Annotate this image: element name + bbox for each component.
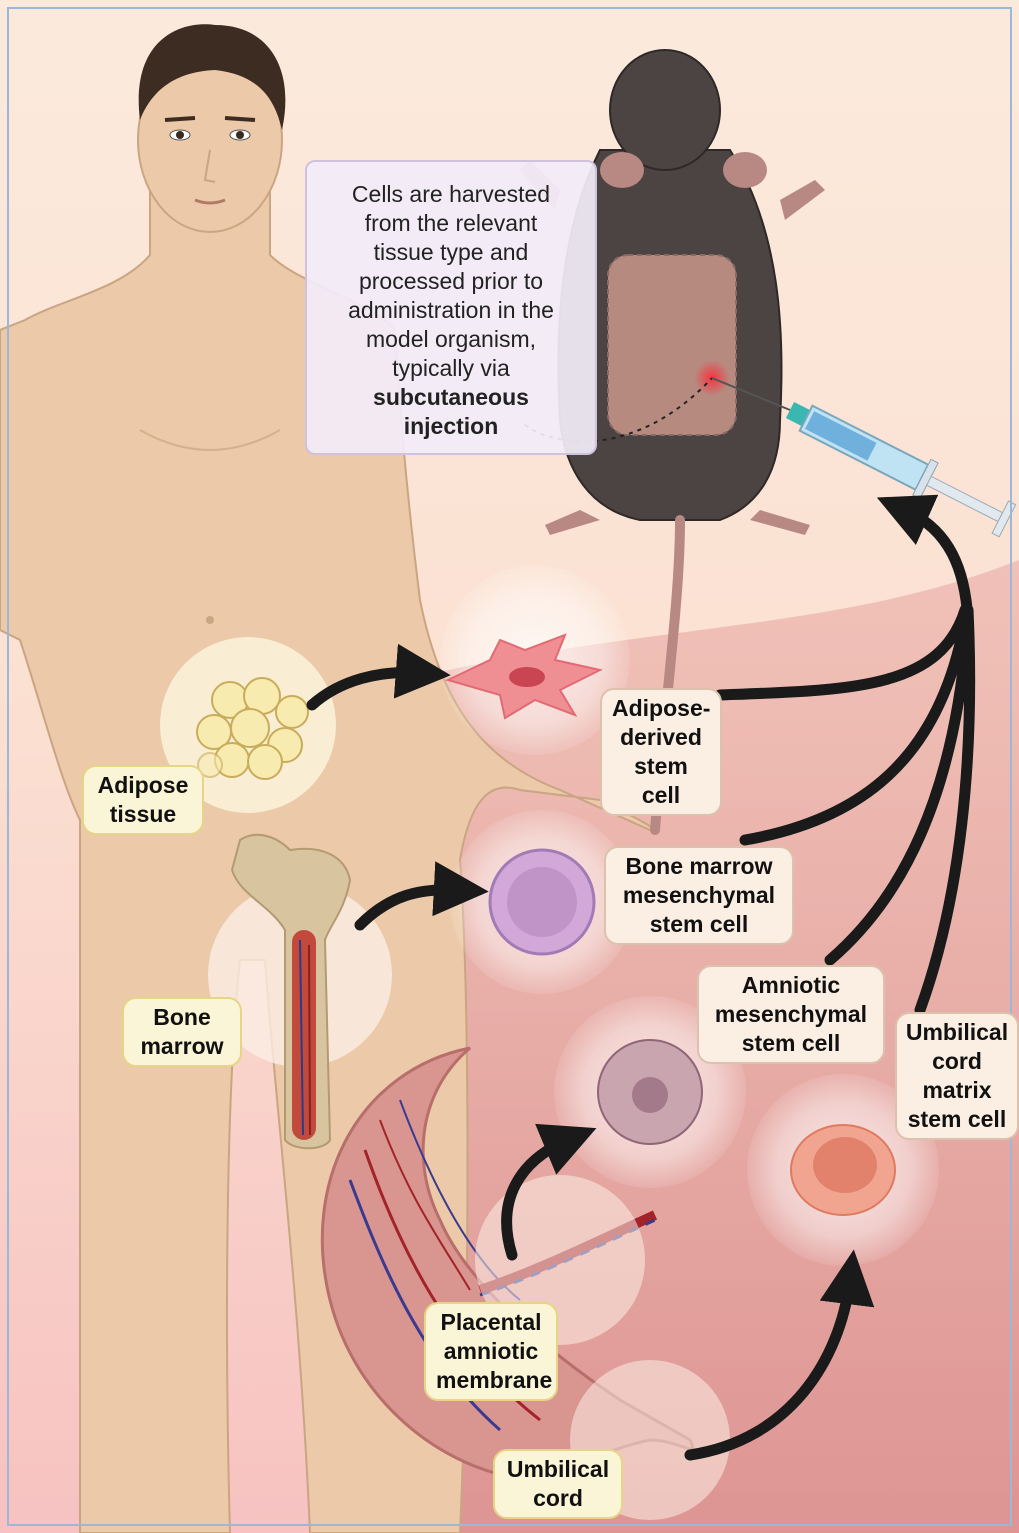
label-text: stem cell [616,910,782,939]
note-line-1: Cells are harvested [317,180,585,209]
label-text: matrix [901,1076,1013,1105]
bone-marrow-stem-cell-nucleus [507,867,577,937]
note-line-3: tissue type and [317,238,585,267]
label-text: mesenchymal [616,881,782,910]
label-text: stem cell [709,1029,873,1058]
label-text: Adipose- [612,694,710,723]
process-note: Cells are harvested from the relevant ti… [305,160,597,455]
note-bold-line-2: injection [317,412,585,441]
label-text: Umbilical [505,1455,611,1484]
label-bone-marrow: Bone marrow [122,997,242,1067]
label-text: Bone marrow [616,852,782,881]
label-text: Bone [134,1003,230,1032]
label-text: Adipose [94,771,192,800]
label-text: Umbilical [901,1018,1013,1047]
label-text: Placental [436,1308,546,1337]
note-line-2: from the relevant [317,209,585,238]
label-text: amniotic [436,1337,546,1366]
note-bold-line-1: subcutaneous [317,383,585,412]
label-text: membrane [436,1366,546,1395]
note-line-4: processed prior to [317,267,585,296]
label-text: stem cell [901,1105,1013,1134]
umbilical-stem-cell-nucleus [813,1137,877,1193]
adipose-stem-cell-nucleus [509,667,545,687]
label-amniotic-msc: Amniotic mesenchymal stem cell [697,965,885,1064]
note-line-6: model organism, [317,325,585,354]
label-text: mesenchymal [709,1000,873,1029]
label-text: marrow [134,1032,230,1061]
label-text: tissue [94,800,192,829]
label-text: stem cell [612,752,710,810]
label-text: cord [505,1484,611,1513]
label-adipose-derived-stem-cell: Adipose- derived stem cell [600,688,722,816]
label-umbilical-cord: Umbilical cord [493,1449,623,1519]
note-line-5: administration in the [317,296,585,325]
label-bone-marrow-msc: Bone marrow mesenchymal stem cell [604,846,794,945]
label-text: derived [612,723,710,752]
label-text: cord [901,1047,1013,1076]
label-adipose-tissue: Adipose tissue [82,765,204,835]
label-umbilical-cord-matrix-stem-cell: Umbilical cord matrix stem cell [895,1012,1019,1140]
label-placental-amniotic-membrane: Placental amniotic membrane [424,1302,558,1401]
amniotic-stem-cell-nucleus [632,1077,668,1113]
label-text: Amniotic [709,971,873,1000]
note-line-7: typically via [317,354,585,383]
